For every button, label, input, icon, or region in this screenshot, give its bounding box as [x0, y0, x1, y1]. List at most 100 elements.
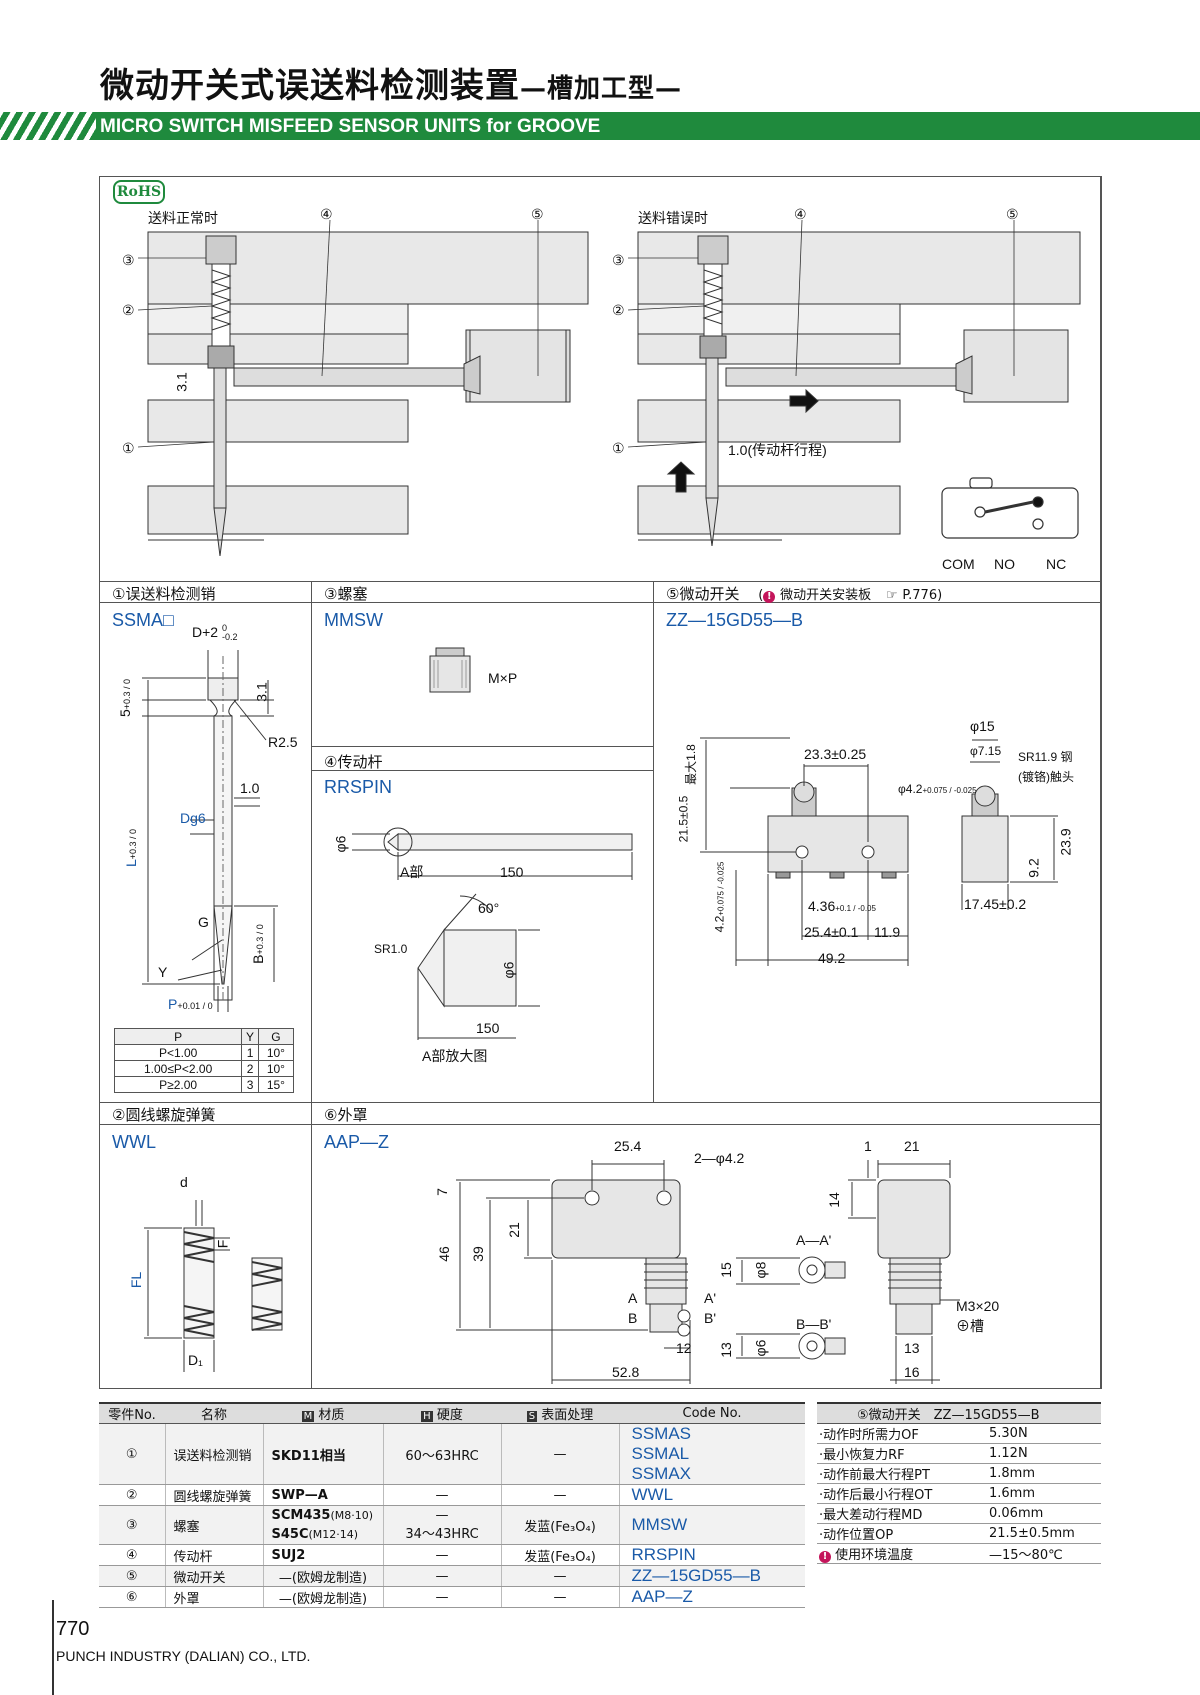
switch-section-open: (	[758, 588, 764, 603]
cover-bb-label: B—B'	[796, 1316, 832, 1332]
pin-p-label: P+0.01 / 0	[168, 996, 213, 1012]
switch-1745-label: 17.45±0.2	[964, 896, 1027, 912]
part-name: 微动开关	[164, 1565, 263, 1587]
part-material: —(欧姆龙制造)	[262, 1565, 383, 1587]
pyg-header-g: G	[257, 1028, 295, 1045]
switch-phi42-label: φ4.2+0.075 / -0.025	[898, 782, 977, 796]
page-number: 770	[56, 1618, 90, 1640]
title-band: MICRO SWITCH MISFEED SENSOR UNITS for GR…	[0, 112, 1200, 140]
switch-phi15-label: φ15	[970, 718, 995, 734]
part-material: SWP—A	[262, 1484, 383, 1506]
part-code-item: SSMAL	[631, 1444, 690, 1463]
cover-7-label: 7	[433, 1188, 450, 1196]
cover-14-label: 14	[825, 1192, 842, 1208]
drawing-frame	[99, 176, 1101, 1389]
parts-header-surface: S 表面处理	[501, 1402, 619, 1424]
part-hardness: —	[382, 1484, 501, 1506]
switch-sr119-label: SR11.9 钢	[1018, 750, 1073, 764]
part-code: WWL	[618, 1484, 805, 1506]
cover-a-label: A	[628, 1290, 638, 1306]
pyg-row: P≥2.00 3 15°	[113, 1076, 295, 1093]
callout-3-left: ③	[122, 252, 135, 268]
pin-g-label: G	[198, 914, 209, 930]
cover-13b-label: 13	[904, 1340, 920, 1356]
pyg-cell: 15°	[257, 1076, 295, 1093]
cover-groove-label: ⊕槽	[956, 1318, 984, 1334]
spec-value: —15～80℃	[987, 1543, 1101, 1564]
part-hardness: —	[382, 1565, 501, 1587]
rod-a-enlarged-label: A部放大图	[422, 1048, 488, 1064]
switch-phi42-text: φ4.2	[898, 782, 923, 796]
table-row: ③ 螺塞 SCM435(M8·10) S45C(M12·14) — 34～43H…	[99, 1505, 805, 1545]
parts-header-code: Code No.	[619, 1402, 805, 1424]
cover-39-label: 39	[469, 1246, 486, 1262]
divider-h1b	[99, 602, 1101, 603]
parts-header-hardness-text: 硬度	[436, 1408, 463, 1423]
part-name: 圆线螺旋弹簧	[164, 1484, 263, 1506]
pin-p-text: P	[168, 996, 178, 1012]
cover-46-label: 46	[435, 1246, 452, 1262]
pin-dg6-label: Dg6	[180, 810, 206, 826]
switch-119-label: 11.9	[874, 924, 901, 940]
cover-15-label: 15	[717, 1262, 734, 1278]
section-switch-title: ⑤微动开关 (! 微动开关安装板 ☞ P.776)	[666, 583, 942, 604]
cover-16-label: 16	[904, 1364, 920, 1380]
part-code: SSMAS SSMAL SSMAX	[618, 1423, 805, 1485]
spec-label: ·动作位置OP	[817, 1523, 987, 1544]
pin-p-tol: +0.01 / 0	[177, 1001, 213, 1011]
callout-1-left: ①	[122, 440, 135, 456]
part-code-item: SSMAX	[631, 1464, 692, 1483]
spec-title: ⑤微动开关 ZZ—15GD55—B	[817, 1402, 1101, 1424]
parts-header-no: 零件No.	[99, 1402, 165, 1424]
com-label: COM	[942, 556, 975, 572]
callout-4-left: ④	[320, 206, 333, 222]
rod-length-label: 150	[500, 864, 524, 880]
footer-rule	[52, 1600, 54, 1695]
part-no: ⑥	[99, 1586, 165, 1608]
spring-d1-label: D₁	[188, 1352, 203, 1368]
spec-value: 0.06mm	[987, 1503, 1101, 1524]
cover-phi6-label: φ6	[752, 1339, 769, 1357]
parts-table: 零件No. 名称 M 材质 H 硬度 S 表面处理 Code No. ① 误送料…	[99, 1402, 805, 1608]
pyg-cell: P≥2.00	[113, 1076, 243, 1093]
cover-21b-label: 21	[904, 1138, 920, 1154]
divider-h2b	[311, 770, 653, 771]
error-feed-label: 送料错误时	[638, 210, 708, 226]
section-rod-title: ④传动杆	[324, 753, 383, 771]
table-row: ② 圆线螺旋弹簧 SWP—A — — WWL	[99, 1484, 805, 1506]
rod-length-b-label: 150	[476, 1020, 500, 1036]
part-code: ZZ—15GD55—B	[618, 1565, 805, 1587]
callout-4-right: ④	[794, 206, 807, 222]
parts-header-material-text: 材质	[318, 1408, 345, 1423]
spec-value: 5.30N	[987, 1423, 1101, 1444]
part-material: —(欧姆龙制造)	[262, 1586, 383, 1608]
pin-d2-text: D+2	[192, 624, 219, 640]
pyg-table: P Y G P<1.00 1 10° 1.00≤P<2.00 2 10° P≥2…	[113, 1028, 295, 1093]
code-pin: SSMA□	[112, 610, 174, 630]
table-row: ④ 传动杆 SUJ2 — 发蓝(Fe₃O₄) RRSPIN	[99, 1544, 805, 1566]
cover-holes-label: 2—φ4.2	[694, 1150, 745, 1166]
code-switch: ZZ—15GD55—B	[666, 610, 804, 630]
switch-page-ref: P.776)	[902, 588, 943, 603]
callout-3-right: ③	[612, 252, 625, 268]
rod-drawing	[352, 827, 633, 1040]
switch-phi715-label: φ7.15	[970, 744, 1002, 758]
divider-v3	[311, 1102, 312, 1389]
part-name: 误送料检测销	[164, 1423, 263, 1485]
parts-header-surface-text: 表面处理	[541, 1408, 594, 1423]
section-plug-title: ③螺塞	[324, 585, 368, 603]
spec-value: 1.6mm	[987, 1483, 1101, 1504]
spec-value: 1.12N	[987, 1443, 1101, 1464]
switch-phi42-tol: +0.075 / -0.025	[922, 786, 977, 795]
part-no: ②	[99, 1484, 165, 1506]
table-row: ⑤ 微动开关 —(欧姆龙制造) — — ZZ—15GD55—B	[99, 1565, 805, 1587]
assembly-diagram	[137, 219, 1081, 557]
part-surface: —	[500, 1423, 619, 1485]
part-material: SCM435(M8·10) S45C(M12·14)	[262, 1505, 383, 1545]
cover-12-label: 12	[676, 1340, 692, 1356]
pin-d2-label: D+2 0-0.2	[192, 624, 237, 642]
switch-436-label: 4.36+0.1 / -0.05	[808, 898, 876, 914]
